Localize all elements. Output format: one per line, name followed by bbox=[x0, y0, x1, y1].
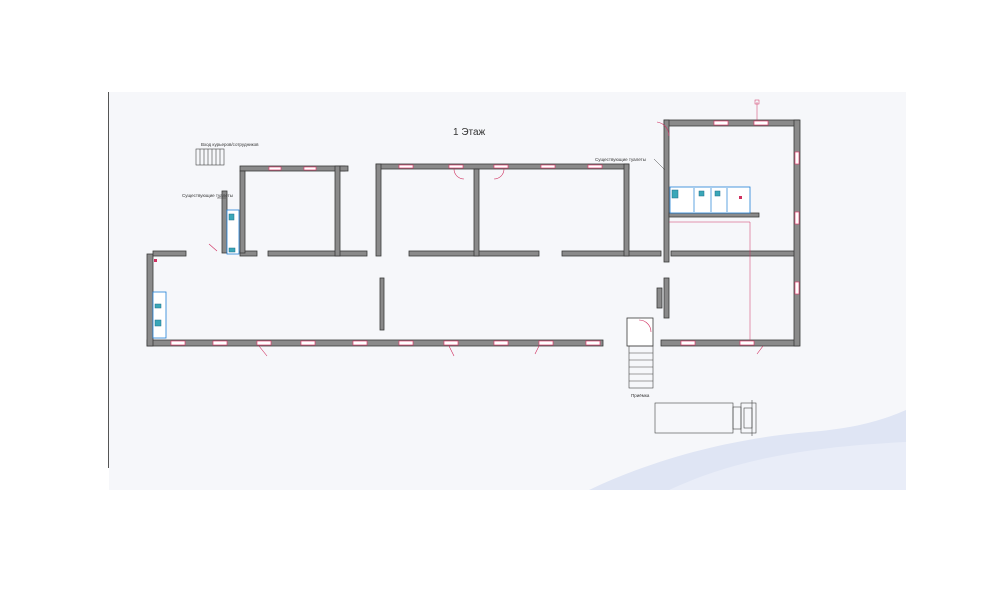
wall-right-left-lower bbox=[663, 277, 670, 319]
plan-title: 1 Этаж bbox=[453, 127, 486, 138]
door-arc bbox=[534, 345, 540, 355]
wall-corridor-stub bbox=[379, 277, 385, 331]
toilet-block-right bbox=[669, 186, 751, 214]
wall-right-inner-h bbox=[668, 212, 760, 218]
toilet-icon bbox=[154, 319, 162, 327]
door-arc bbox=[258, 345, 268, 357]
decor-wave-light bbox=[669, 442, 906, 490]
wall-entrance-right bbox=[334, 165, 341, 257]
door-icon bbox=[626, 287, 663, 347]
wall-corridor-top-2 bbox=[267, 250, 368, 257]
wall-corridor-top-4 bbox=[561, 250, 662, 257]
door-arc bbox=[448, 345, 455, 357]
wall-right-left bbox=[663, 119, 670, 263]
wall-toilet-block-right bbox=[239, 170, 246, 254]
door-arc bbox=[756, 345, 764, 355]
toilet-icon bbox=[714, 190, 721, 197]
label-entrance: Вход курьеров/сотрудников bbox=[201, 142, 259, 147]
service-block-left bbox=[152, 291, 167, 339]
label-receiving: Приёмка bbox=[631, 393, 650, 398]
wall-entrance-top bbox=[239, 165, 346, 172]
wall-corridor-top-5 bbox=[670, 250, 800, 257]
wall-middle-right bbox=[623, 163, 630, 257]
toilet-icon bbox=[671, 189, 679, 199]
door-arc bbox=[656, 121, 670, 137]
wall-left-end bbox=[146, 253, 154, 347]
toilet-icon bbox=[228, 213, 235, 221]
toilet-icon bbox=[698, 190, 705, 197]
wall-corridor-top-1 bbox=[239, 250, 258, 257]
plan-slide: 1 Этаж bbox=[109, 92, 906, 490]
toilet-icon bbox=[228, 247, 236, 253]
wall-middle-left bbox=[375, 163, 382, 257]
wall-right-outer bbox=[793, 119, 801, 347]
wall-entrance-stub bbox=[339, 165, 349, 172]
toilet-block-left bbox=[226, 209, 240, 255]
slide-left-rule bbox=[108, 92, 109, 468]
stair-icon bbox=[628, 345, 654, 389]
wall-left-top bbox=[152, 250, 187, 257]
toilet-icon bbox=[154, 303, 162, 309]
label-toilets-right: Существующие туалеты bbox=[595, 157, 646, 162]
truck-icon bbox=[654, 400, 757, 436]
floor-plan: 1 Этаж bbox=[146, 99, 906, 490]
door-arc bbox=[453, 168, 465, 180]
wall-middle-divider bbox=[473, 168, 480, 257]
wall-right-top bbox=[663, 119, 800, 127]
door-arc bbox=[493, 168, 505, 180]
wall-toilet-block-left bbox=[221, 190, 228, 254]
label-toilets-left: Существующие туалеты bbox=[182, 193, 233, 198]
stair-icon bbox=[195, 148, 225, 166]
door-arc bbox=[208, 243, 218, 252]
